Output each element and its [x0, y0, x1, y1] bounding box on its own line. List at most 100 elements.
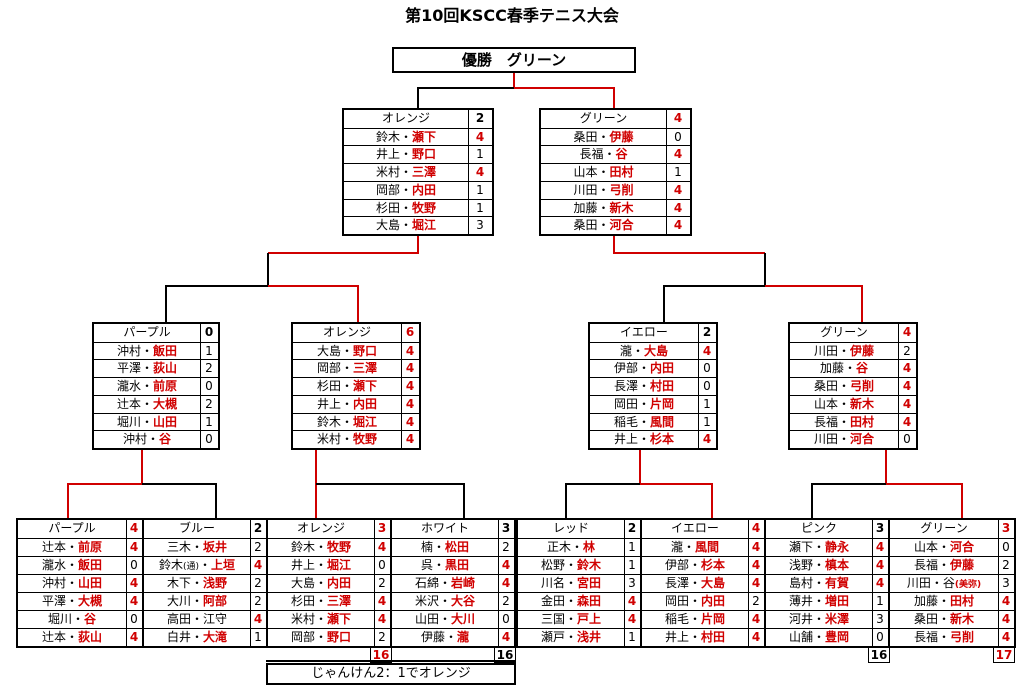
player-b: 阿部: [203, 594, 228, 608]
name-separator: ・: [340, 343, 353, 358]
player-a: 島村: [788, 576, 813, 590]
pair-names: 鈴木・牧野: [268, 539, 375, 557]
player-a: 辻本: [41, 630, 66, 644]
pair-score: 2: [378, 576, 386, 590]
player-b: 岩崎: [451, 576, 476, 590]
name-separator: ・: [146, 432, 159, 447]
name-separator: ・: [631, 343, 644, 358]
name-separator: ・: [399, 129, 412, 144]
team-name: グリーン: [790, 324, 899, 342]
player-b: 新木: [950, 612, 975, 626]
name-separator: ・: [837, 379, 850, 394]
pair-names: 正木・林: [518, 539, 625, 557]
name-separator: ・: [637, 379, 650, 394]
pair-names: 稲毛・片岡: [642, 611, 749, 629]
player-a: 加藤: [573, 200, 598, 215]
pair-names: 瀧水・前原: [94, 378, 201, 396]
player-a: 岡部: [316, 361, 341, 376]
team-score: 3: [1001, 521, 1011, 535]
team-total: 16: [494, 647, 516, 663]
name-separator: ・: [930, 576, 943, 590]
player-a: 井上: [316, 396, 341, 411]
name-separator: ・: [597, 218, 610, 233]
player-a: 井上: [290, 558, 315, 572]
player-b: 堀江: [353, 414, 378, 429]
name-separator: ・: [688, 594, 701, 608]
pair-score: 4: [405, 379, 415, 394]
pair-score: 4: [627, 594, 637, 608]
team-score: 3: [875, 521, 885, 535]
player-a: 石綿: [414, 576, 439, 590]
name-separator: ・: [399, 200, 412, 215]
player-b: 宮田: [577, 576, 602, 590]
player-b: 河合: [850, 432, 875, 447]
pair-names: 大島・内田: [268, 575, 375, 593]
name-separator: ・: [597, 129, 610, 144]
player-a: 杉田: [290, 594, 315, 608]
player-b: 谷: [615, 147, 628, 162]
pair-score: 4: [673, 147, 683, 162]
pair-names: 平澤・大槻: [18, 593, 127, 611]
pair-score: 2: [502, 540, 510, 554]
player-a: 鈴木: [158, 558, 183, 572]
pair-names: 沖村・谷: [94, 431, 201, 449]
pair-score: 4: [405, 432, 415, 447]
name-separator: ・: [399, 165, 412, 180]
pair-score: 4: [875, 576, 885, 590]
player-a: 岡田: [664, 594, 689, 608]
name-separator: ・: [937, 594, 950, 608]
pair-score: 0: [205, 432, 213, 447]
player-a: 瀧: [619, 343, 632, 358]
name-separator: ・: [444, 630, 457, 644]
player-b: 増田: [825, 594, 850, 608]
name-separator: ・: [597, 182, 610, 197]
player-b: 豊岡: [825, 630, 850, 644]
player-a: 正木: [546, 540, 571, 554]
player-a: 川田: [813, 432, 838, 447]
player-a: 沖村: [41, 576, 66, 590]
player-b: 大槻: [153, 396, 178, 411]
player-a: 稲毛: [664, 612, 689, 626]
pair-score: 4: [475, 129, 485, 144]
player-a: 山田: [414, 612, 439, 626]
pair-names: 加藤・谷: [790, 360, 899, 379]
pair-names: 杉田・瀬下: [293, 378, 402, 396]
pair-names: 岡部・三澤: [293, 360, 402, 379]
pair-score: 4: [129, 630, 139, 644]
player-b: 黒田: [445, 558, 470, 572]
team-score: 4: [902, 325, 912, 339]
player-b: 弓削: [609, 182, 634, 197]
pair-names: 伊部・内田: [590, 360, 699, 379]
player-b: 内田: [650, 361, 675, 376]
player-b: 有賀: [825, 576, 850, 590]
player-a: 長澤: [664, 576, 689, 590]
pair-names: 薄井・増田: [766, 593, 873, 611]
pair-score: 4: [129, 594, 139, 608]
name-separator: ・: [812, 630, 825, 644]
team-score: 4: [673, 111, 683, 125]
team-name: ピンク: [766, 520, 873, 538]
team-name: オレンジ: [268, 520, 375, 538]
connector-final-right-down: [613, 236, 765, 254]
name-separator: ・: [682, 540, 695, 554]
pair-score: 0: [502, 612, 510, 626]
